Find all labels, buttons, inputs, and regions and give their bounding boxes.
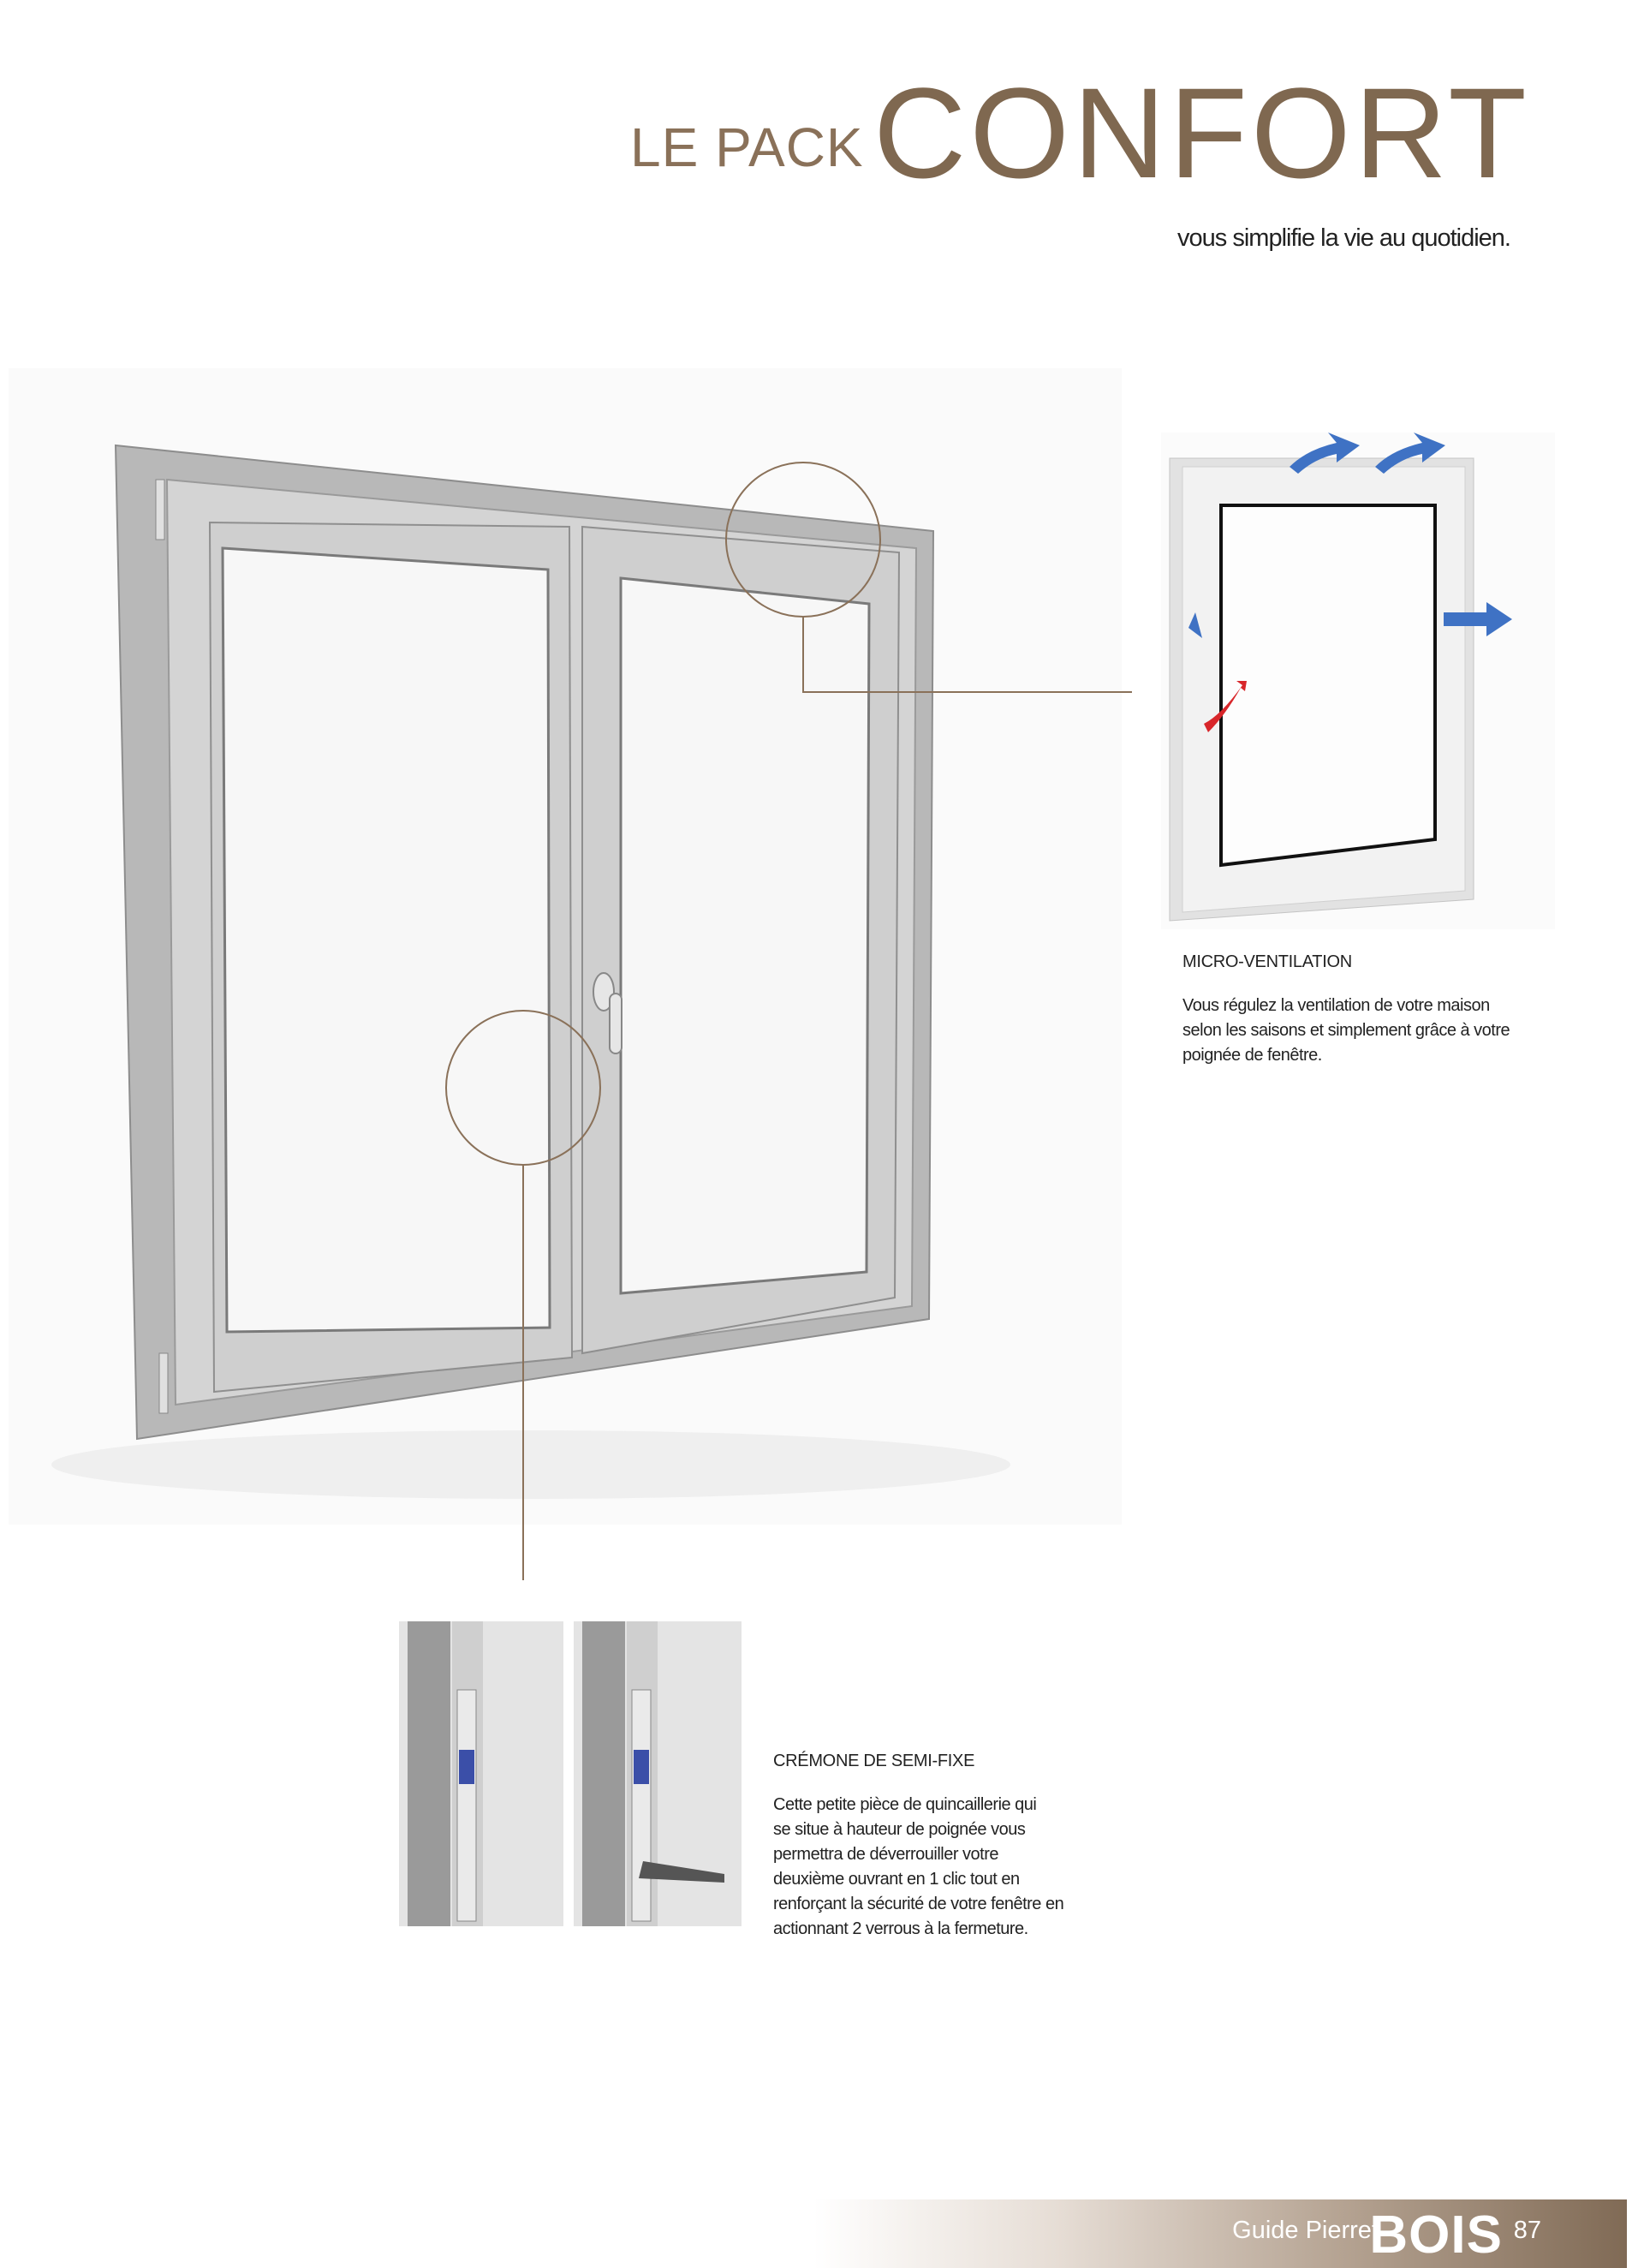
feature-text-cremone: Cette petite pièce de quincaillerie qui … (773, 1793, 1064, 1942)
micro-ventilation-illustration (1161, 433, 1555, 929)
feature-title-ventilation: MICRO-VENTILATION (1182, 952, 1352, 971)
page-title: CONFORT (873, 61, 1530, 205)
text-line: se situe à hauteur de poignée vous (773, 1820, 1026, 1839)
subtitle: vous simplifie la vie au quotidien. (1177, 224, 1511, 252)
title-prefix: LE PACK (630, 116, 864, 178)
text-line: deuxième ouvrant en 1 clic tout en (773, 1870, 1020, 1889)
footer-brand: BOIS (1369, 2205, 1503, 2265)
cremone-closed-photo (399, 1621, 563, 1926)
text-line: poignée de fenêtre. (1182, 1046, 1322, 1065)
page-footer: Guide Pierret BOIS 87 (813, 2199, 1627, 2268)
window-handle-icon (593, 972, 622, 1054)
feature-title-cremone: CRÉMONE DE SEMI-FIXE (773, 1752, 975, 1770)
window-glass (1219, 504, 1437, 868)
text-line: selon les saisons et simplement grâce à … (1182, 1021, 1510, 1040)
text-line: actionnant 2 verrous à la fermeture. (773, 1919, 1028, 1938)
text-line: permettra de déverrouiller votre (773, 1845, 999, 1864)
page-number: 87 (1513, 2217, 1541, 2244)
text-line: Vous régulez la ventilation de votre mai… (1182, 996, 1490, 1015)
cremone-open-photo (574, 1621, 742, 1926)
callout-lines (445, 462, 1132, 1580)
double-window-illustration (9, 368, 1132, 1580)
right-glass (619, 576, 871, 1295)
left-glass (221, 546, 551, 1334)
feature-text-ventilation: Vous régulez la ventilation de votre mai… (1182, 994, 1510, 1068)
airflow-arrow-icon (1188, 433, 1512, 638)
cremone-illustration (399, 1621, 742, 1926)
handle-arrow-icon (1204, 681, 1247, 732)
text-line: Cette petite pièce de quincaillerie qui (773, 1795, 1037, 1814)
footer-guide-label: Guide Pierret (1232, 2217, 1379, 2244)
text-line: renforçant la sécurité de votre fenêtre … (773, 1895, 1064, 1913)
